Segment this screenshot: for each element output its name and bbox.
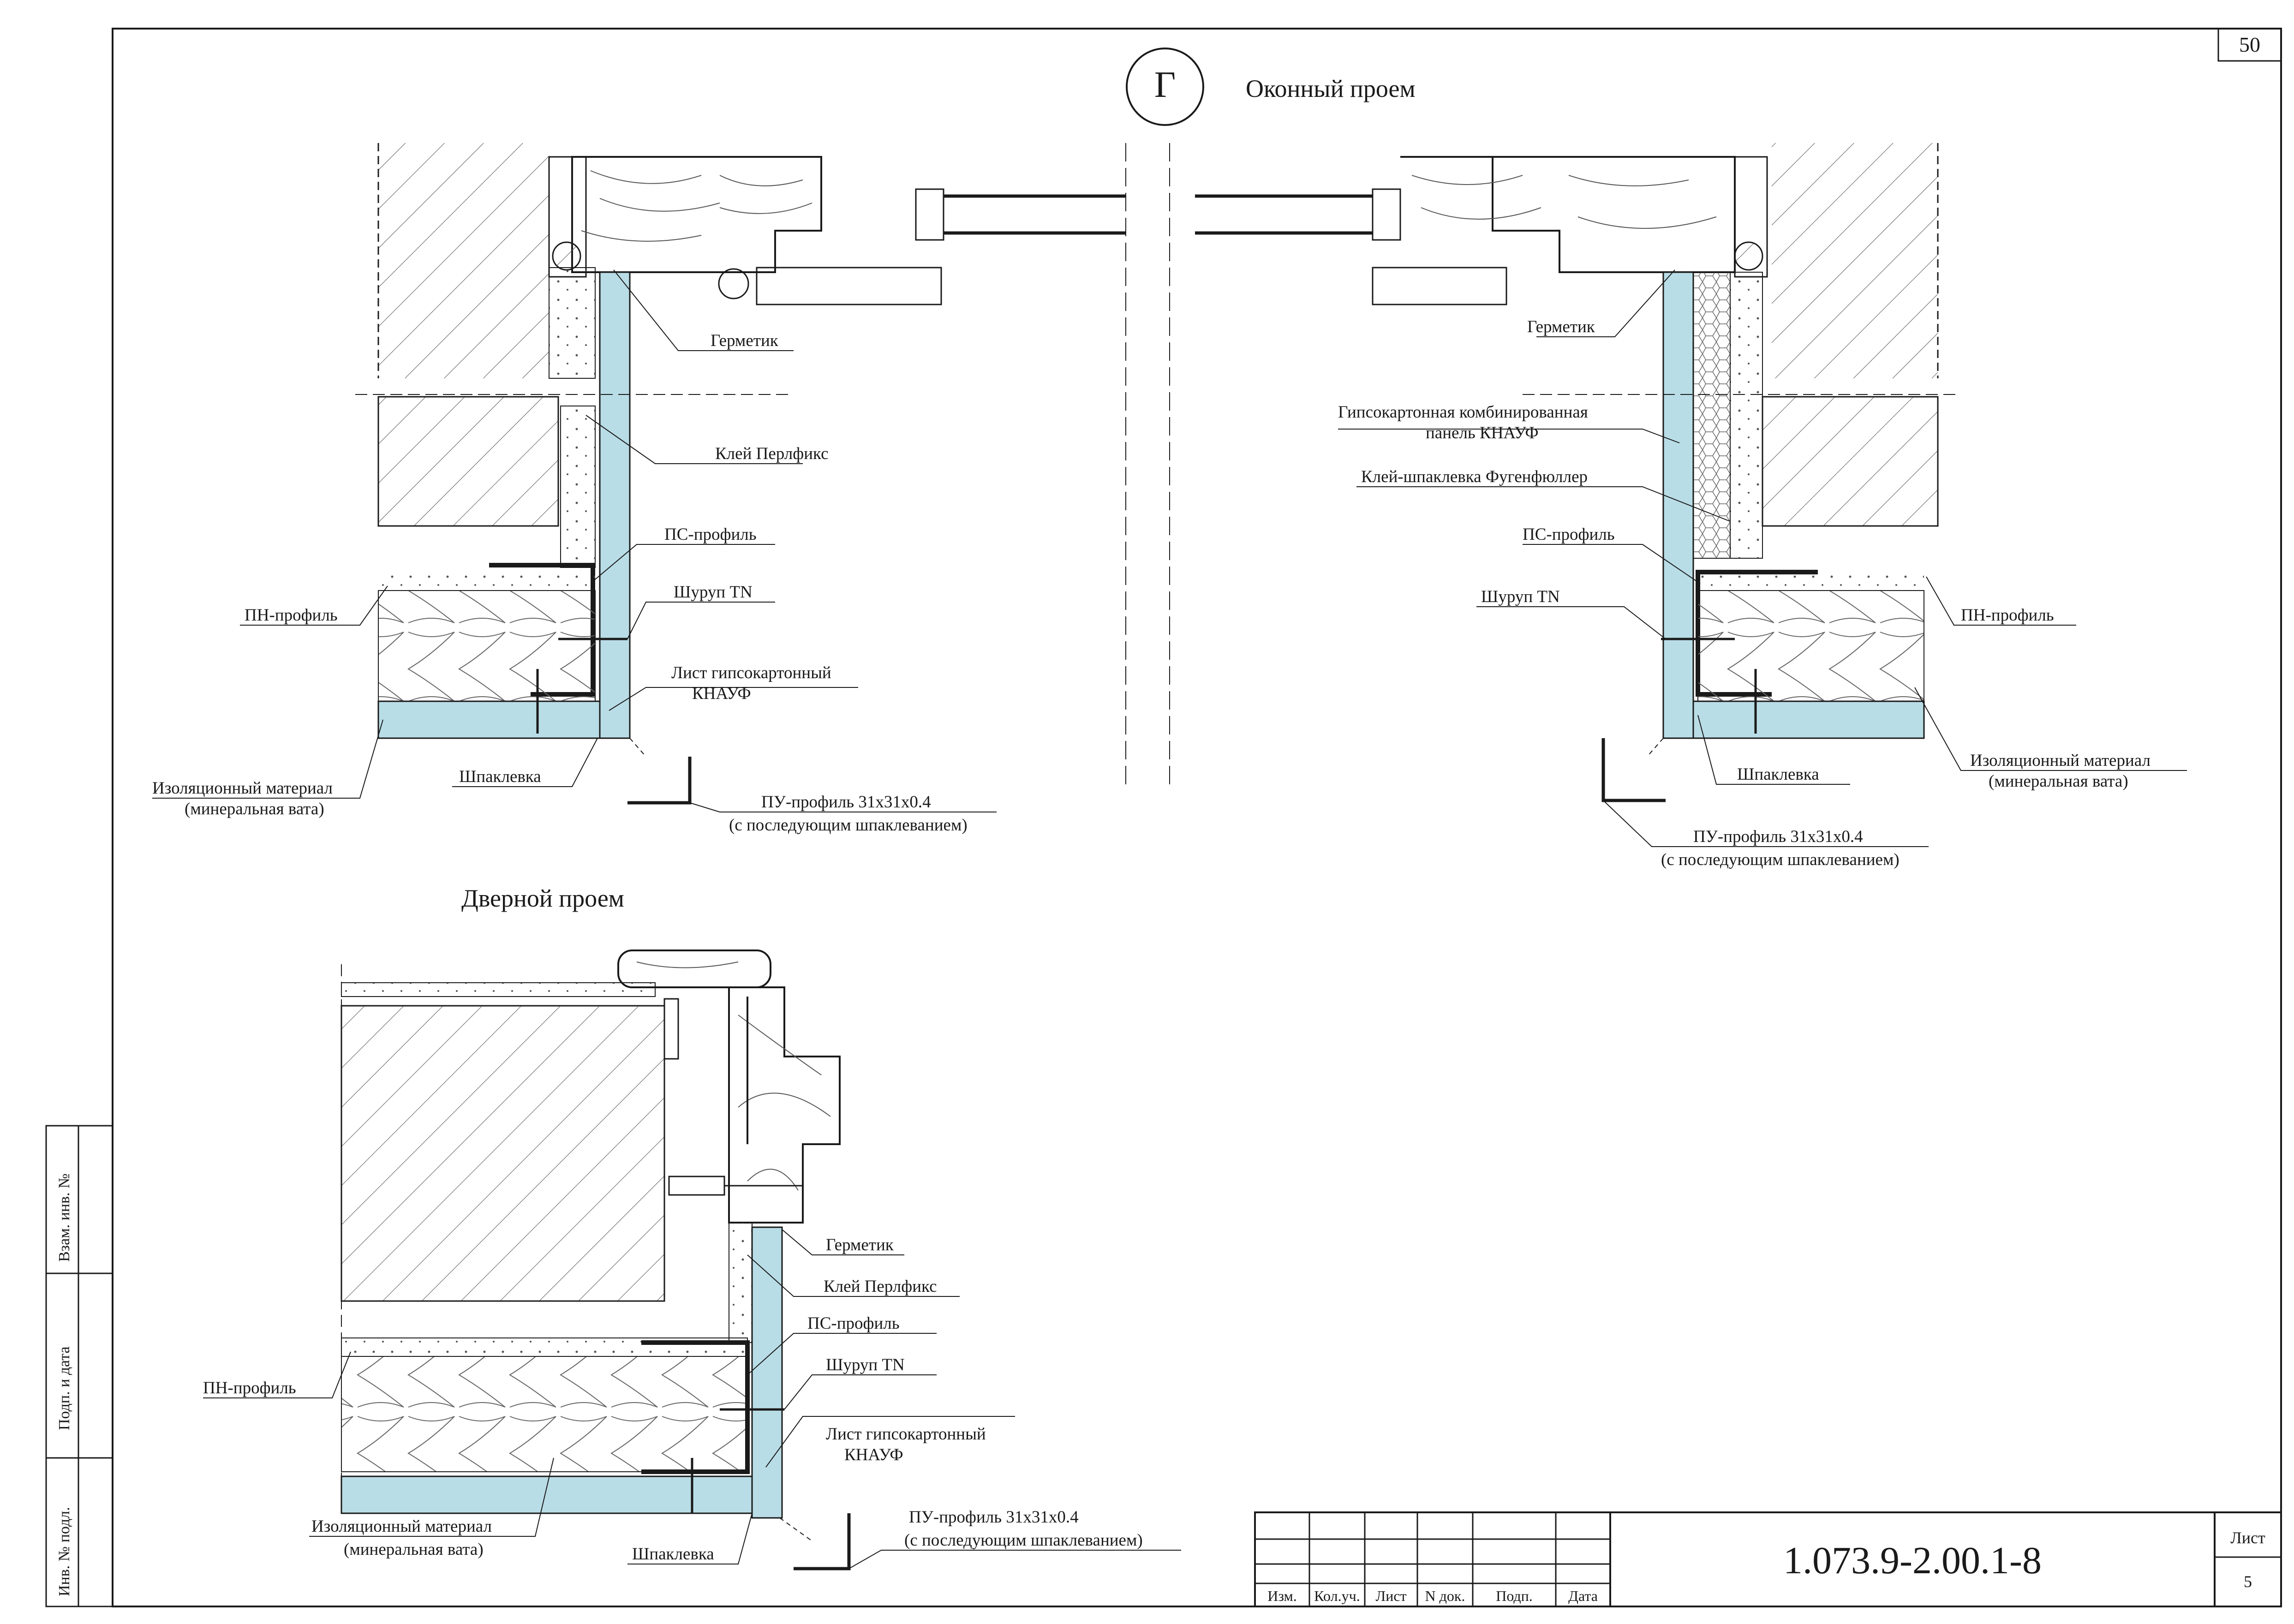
door-glue-label: Клей Перлфикс xyxy=(824,1277,937,1296)
right-window-detail xyxy=(1169,143,2187,847)
lw-sheet-label-2: КНАУФ xyxy=(692,684,751,703)
door-pu-label-2: (с последующим шпаклеванием) xyxy=(904,1531,1143,1550)
lw-sheet-label-1: Лист гипсокартонный xyxy=(671,663,831,682)
lw-pn-label: ПН-профиль xyxy=(245,606,338,625)
tb-col-ndok: N док. xyxy=(1425,1588,1465,1604)
lw-putty-label: Шпаклевка xyxy=(459,767,541,786)
lw-screw-label: Шуруп TN xyxy=(674,583,753,602)
lw-insulation-label-1: Изоляционный материал xyxy=(152,779,333,798)
window-title: Оконный проем xyxy=(1246,75,1416,102)
door-insulation-label-1: Изоляционный материал xyxy=(311,1517,492,1536)
left-window-detail xyxy=(152,143,1126,812)
lw-pu-label-1: ПУ-профиль 31х31х0.4 xyxy=(761,793,931,812)
sheet-frame xyxy=(112,28,2282,1607)
rw-putty-label: Шпаклевка xyxy=(1737,765,1819,784)
section-marker: Г xyxy=(1154,65,1176,105)
rw-germetik-label: Герметик xyxy=(1527,317,1595,336)
tb-col-podp: Подп. xyxy=(1496,1588,1533,1604)
side-podp: Подп. и дата xyxy=(56,1346,73,1430)
tb-col-kol: Кол.уч. xyxy=(1314,1588,1360,1604)
tb-col-list: Лист xyxy=(1375,1588,1406,1604)
side-vzam: Взам. инв. № xyxy=(56,1173,73,1262)
rw-panel-label-2: панель КНАУФ xyxy=(1426,424,1539,442)
door-detail xyxy=(203,949,1181,1570)
lw-pu-label-2: (с последующим шпаклеванием) xyxy=(729,816,968,835)
tb-sheet-value: 5 xyxy=(2244,1572,2252,1591)
door-sheet-label-1: Лист гипсокартонный xyxy=(826,1425,986,1444)
rw-insulation-label-2: (минеральная вата) xyxy=(1989,772,2128,791)
door-pu-label-1: ПУ-профиль 31х31х0.4 xyxy=(909,1508,1079,1527)
section-marker-circle xyxy=(1126,48,1204,126)
lw-insulation-label-2: (минеральная вата) xyxy=(185,800,324,818)
rw-ps-label: ПС-профиль xyxy=(1523,525,1615,544)
sheet-number-box xyxy=(2217,28,2282,62)
rw-panel-label-1: Гипсокартонная комбинированная xyxy=(1338,403,1588,422)
lw-germetik-label: Герметик xyxy=(711,331,779,350)
side-inv: Инв. № подл. xyxy=(56,1507,73,1596)
rw-pn-label: ПН-профиль xyxy=(1961,606,2054,625)
door-screw-label: Шуруп TN xyxy=(826,1355,905,1374)
door-pn-label: ПН-профиль xyxy=(203,1379,296,1397)
door-insulation-label-2: (минеральная вата) xyxy=(344,1540,484,1559)
lw-ps-label: ПС-профиль xyxy=(664,525,757,544)
title-block: Изм. Кол.уч. Лист N док. Подп. Дата 1.07… xyxy=(1254,1511,2282,1607)
rw-pu-label-1: ПУ-профиль 31х31х0.4 xyxy=(1693,827,1863,846)
door-germetik-label: Герметик xyxy=(826,1236,894,1254)
sheet-number-top: 50 xyxy=(2239,33,2260,56)
tb-sheet-label: Лист xyxy=(2230,1528,2265,1547)
tb-col-data: Дата xyxy=(1568,1588,1598,1604)
door-title: Дверной проем xyxy=(461,884,624,912)
tb-col-izm: Изм. xyxy=(1267,1588,1297,1604)
door-ps-label: ПС-профиль xyxy=(807,1314,900,1333)
door-putty-label: Шпаклевка xyxy=(632,1545,714,1564)
door-sheet-label-2: КНАУФ xyxy=(844,1445,903,1464)
doc-code: 1.073.9-2.00.1-8 xyxy=(1783,1539,2042,1582)
rw-screw-label: Шуруп TN xyxy=(1481,587,1560,606)
rw-pu-label-2: (с последующим шпаклеванием) xyxy=(1661,850,1900,869)
rw-insulation-label-1: Изоляционный материал xyxy=(1970,751,2151,770)
side-stamp: Взам. инв. № Подп. и дата Инв. № подл. xyxy=(45,1125,114,1607)
lw-glue-label: Клей Перлфикс xyxy=(715,444,829,463)
rw-glue-label: Клей-шпаклевка Фугенфюллер xyxy=(1361,467,1588,486)
